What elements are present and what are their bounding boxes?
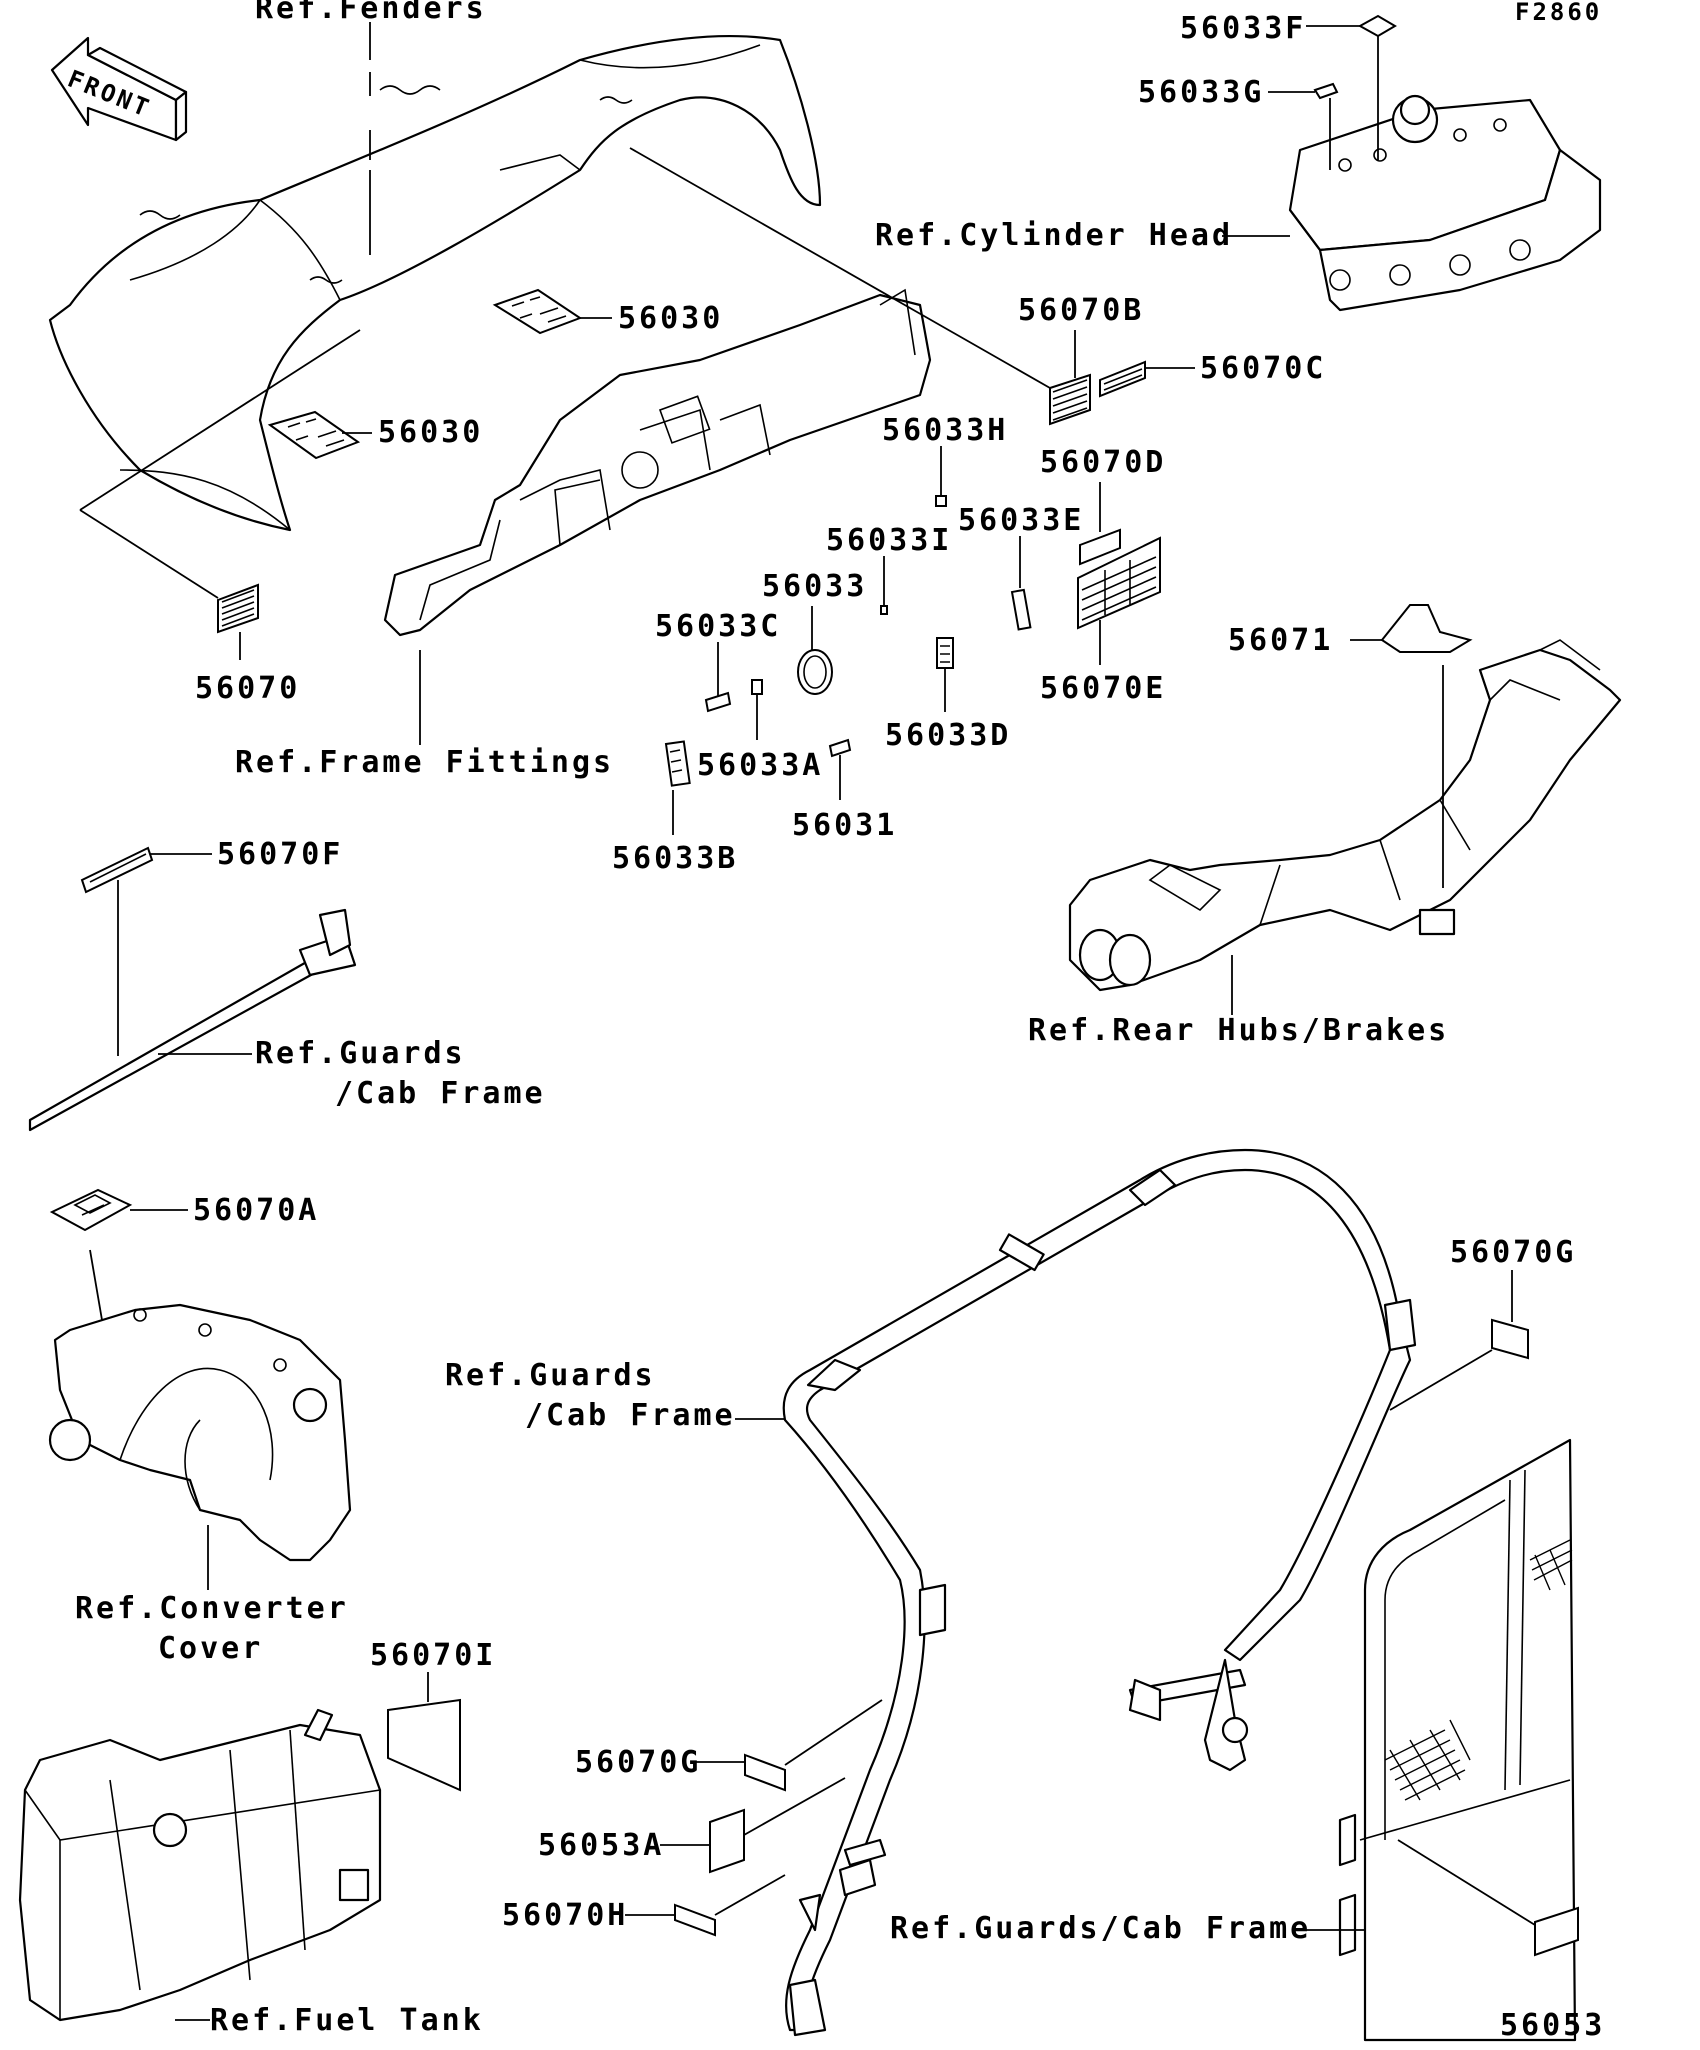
ref-guards-1-line1: Ref.Guards xyxy=(255,1036,466,1071)
ref-converter-line1: Ref.Converter xyxy=(75,1591,349,1626)
decal-56033A xyxy=(751,679,763,695)
decal-56070C xyxy=(1099,360,1146,398)
part-56070H: 56070H xyxy=(502,1898,628,1933)
part-56033E: 56033E xyxy=(958,503,1084,538)
converter-cover-assembly xyxy=(48,1303,352,1562)
decal-56070D xyxy=(1079,528,1121,566)
part-56070B: 56070B xyxy=(1018,293,1144,328)
guard-bar-assembly xyxy=(28,908,357,1132)
front-arrow-icon: FRONT xyxy=(50,36,188,142)
ref-guards-3-label: Ref.Guards/Cab Frame xyxy=(890,1911,1311,1946)
cylinder-head-assembly xyxy=(1288,94,1602,312)
decal-56033G xyxy=(1313,82,1339,100)
decal-56053A xyxy=(709,1808,745,1874)
part-56031: 56031 xyxy=(792,808,897,843)
part-56030-lower: 56030 xyxy=(378,415,483,450)
ref-fuel-tank-label: Ref.Fuel Tank xyxy=(210,2003,484,2038)
part-56053A: 56053A xyxy=(538,1828,664,1863)
ref-fenders-label: Ref.Fenders xyxy=(255,0,487,26)
part-56070G-lower: 56070G xyxy=(575,1745,701,1780)
part-56070E: 56070E xyxy=(1040,671,1166,706)
rear-hubs-assembly xyxy=(1068,639,1622,992)
decal-56030-lower xyxy=(267,410,361,460)
decal-56030-upper xyxy=(492,288,583,335)
decal-56071 xyxy=(1380,604,1473,653)
decal-56070 xyxy=(217,583,259,634)
decal-56053 xyxy=(1534,1906,1579,1957)
frame-fittings-assembly xyxy=(383,288,932,637)
part-56070F: 56070F xyxy=(217,837,343,872)
decal-56033H xyxy=(935,495,947,507)
decal-56033E xyxy=(1010,588,1032,631)
part-56033G: 56033G xyxy=(1138,75,1264,110)
decal-56070E xyxy=(1077,536,1161,630)
decal-56070B xyxy=(1049,373,1091,426)
part-56033: 56033 xyxy=(762,569,867,604)
fender-emblem-icon xyxy=(139,85,633,284)
decal-56033C xyxy=(704,691,732,713)
decal-56031 xyxy=(828,738,852,758)
part-56070A: 56070A xyxy=(193,1193,319,1228)
ref-converter-line2: Cover xyxy=(158,1631,263,1666)
part-56033C: 56033C xyxy=(655,609,781,644)
part-56071: 56071 xyxy=(1228,623,1333,658)
part-56033A: 56033A xyxy=(697,748,823,783)
part-56033F: 56033F xyxy=(1180,11,1306,46)
decal-56070F xyxy=(80,846,154,894)
part-56070I: 56070I xyxy=(370,1638,496,1673)
part-56030-upper: 56030 xyxy=(618,301,723,336)
decal-56033B xyxy=(664,740,691,787)
ref-frame-fittings-label: Ref.Frame Fittings xyxy=(235,745,614,780)
mesh-grille xyxy=(1384,1539,1573,1801)
part-56033H: 56033H xyxy=(882,413,1008,448)
decal-56033D xyxy=(936,637,954,669)
fuel-tank-assembly xyxy=(18,1708,382,2022)
decal-56070A xyxy=(49,1188,133,1232)
part-56033B: 56033B xyxy=(612,841,738,876)
decal-56033F xyxy=(1357,14,1397,38)
decal-56070G-lower xyxy=(744,1753,786,1792)
decal-56033I xyxy=(880,605,888,615)
part-56053: 56053 xyxy=(1500,2008,1605,2043)
ref-rear-hubs-label: Ref.Rear Hubs/Brakes xyxy=(1028,1013,1449,1048)
part-56033D: 56033D xyxy=(885,718,1011,753)
ref-guards-1-line2: /Cab Frame xyxy=(335,1076,546,1111)
part-56070C: 56070C xyxy=(1200,351,1326,386)
part-56070D: 56070D xyxy=(1040,445,1166,480)
ref-guards-2-line1: Ref.Guards xyxy=(445,1358,656,1393)
cab-frame-assembly xyxy=(782,1148,1417,2037)
part-56070: 56070 xyxy=(195,671,300,706)
ref-cylinder-head-label: Ref.Cylinder Head xyxy=(875,218,1233,253)
decal-56070I xyxy=(387,1698,461,1792)
part-56033I: 56033I xyxy=(826,523,952,558)
cab-side-panel-assembly xyxy=(1338,1438,1577,2042)
cylinder-head-bolts xyxy=(1329,118,1531,291)
ref-guards-2-line2: /Cab Frame xyxy=(525,1398,736,1433)
part-56070G-right: 56070G xyxy=(1450,1235,1576,1270)
decal-56070G-right xyxy=(1491,1318,1529,1360)
decal-56070H xyxy=(674,1903,716,1937)
figure-code: F2860 xyxy=(1515,0,1602,26)
